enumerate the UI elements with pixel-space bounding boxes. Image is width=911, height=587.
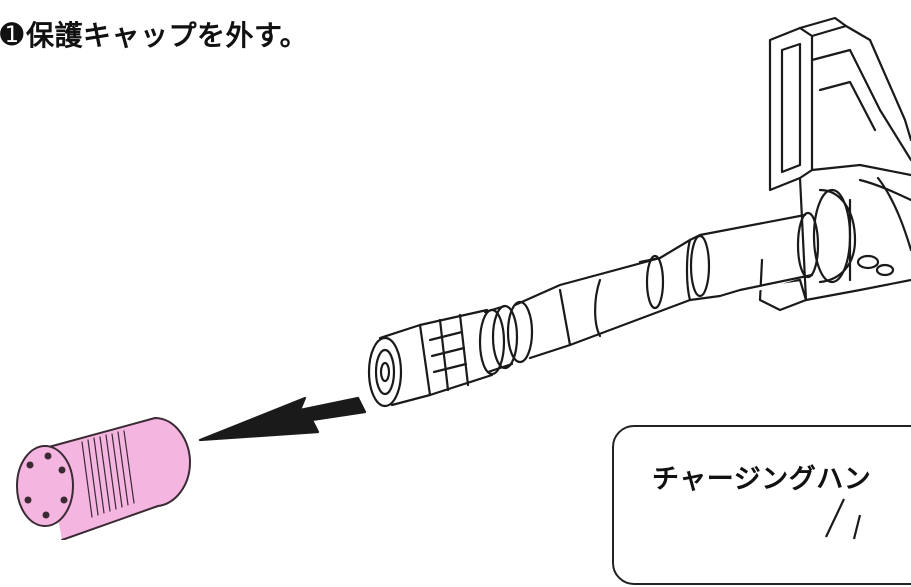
barrel-illustration — [16, 16, 911, 540]
step-number: ➊ — [0, 17, 24, 51]
step-heading: ➊ 保護キャップを外す。 — [0, 14, 308, 54]
flash-hider — [367, 308, 494, 408]
removal-arrow — [198, 396, 367, 442]
front-sight-tower — [758, 16, 911, 312]
callout-label: チャージングハン — [652, 464, 872, 495]
callout-box: チャージングハン — [612, 425, 911, 585]
barrel — [478, 211, 820, 376]
manual-page: ➊ 保護キャップを外す。 — [0, 14, 911, 585]
charging-handle-hint-lines — [825, 498, 862, 540]
protective-cap — [16, 417, 191, 540]
step-instruction: 保護キャップを外す。 — [25, 19, 309, 52]
